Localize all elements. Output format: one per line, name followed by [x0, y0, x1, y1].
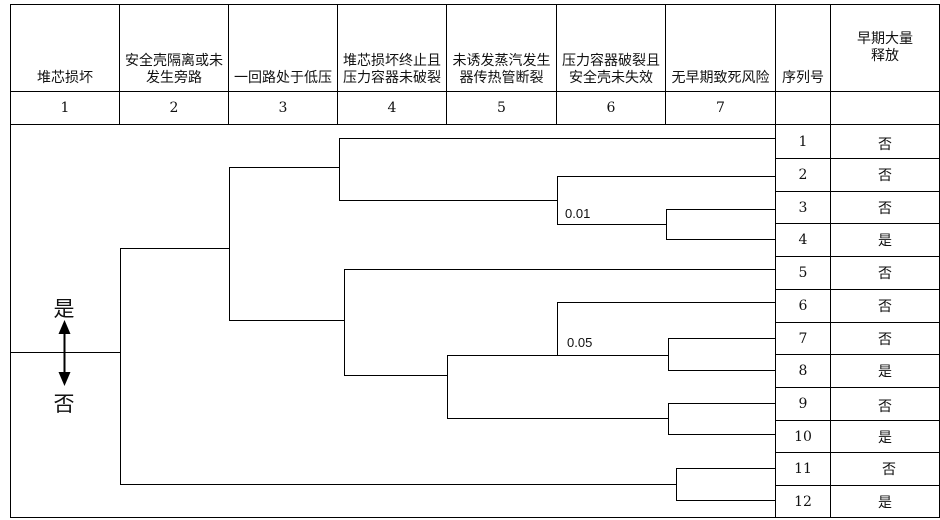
sequence-id: 2 [798, 167, 808, 183]
legend-no: 否 [53, 392, 75, 416]
yes-no-arrow-icon [58, 320, 71, 386]
release-outcome: 否 [878, 399, 892, 415]
release-outcome: 否 [878, 266, 892, 282]
release-outcome: 否 [878, 168, 892, 184]
release-outcome: 是 [878, 429, 892, 446]
column-number: 5 [497, 100, 506, 116]
column-number: 6 [606, 100, 616, 116]
header-core-damage-arrested: 堆芯损坏终止且压力容器未破裂 [343, 53, 441, 86]
header-large-early-release: 早期大量释放 [857, 31, 913, 64]
sequence-id: 8 [798, 363, 808, 379]
sequence-id: 12 [794, 493, 812, 510]
sequence-id: 7 [798, 330, 808, 347]
sequence-id: 6 [798, 298, 808, 314]
release-outcome: 否 [882, 462, 896, 478]
release-outcome: 是 [878, 494, 892, 511]
branch-probability-label: 0.05 [567, 335, 593, 350]
column-number: 1 [60, 100, 70, 116]
header-sequence-number: 序列号 [782, 70, 824, 86]
header-vessel-breach: 压力容器破裂且安全壳未失效 [562, 53, 660, 86]
sequence-id: 5 [798, 265, 808, 281]
header-primary-low-pressure: 一回路处于低压 [234, 70, 332, 86]
sequence-id: 10 [794, 428, 812, 445]
column-number: 4 [387, 100, 397, 116]
header-sgtr-not-induced: 未诱发蒸汽发生器传热管断裂 [452, 53, 551, 86]
header-core-damage: 堆芯损坏 [37, 70, 93, 86]
release-outcome: 是 [878, 364, 892, 380]
release-outcome: 否 [878, 331, 892, 348]
header-no-early-fatality: 无早期致死风险 [671, 70, 770, 86]
release-outcome: 否 [878, 299, 892, 315]
column-number: 2 [169, 100, 179, 116]
column-number: 3 [278, 100, 288, 116]
sequence-id: 11 [794, 461, 812, 477]
column-number: 7 [716, 100, 725, 116]
header-containment-isolation: 安全壳隔离或未发生旁路 [125, 53, 223, 86]
branch-probability-label: 0.01 [565, 206, 591, 221]
release-outcome: 否 [878, 200, 892, 217]
sequence-id: 4 [798, 232, 808, 248]
release-outcome: 否 [878, 137, 892, 153]
sequence-id: 1 [798, 134, 808, 150]
sequence-id: 9 [798, 396, 808, 412]
legend-yes: 是 [53, 297, 75, 321]
sequence-id: 3 [798, 199, 808, 216]
release-outcome: 是 [878, 233, 892, 249]
